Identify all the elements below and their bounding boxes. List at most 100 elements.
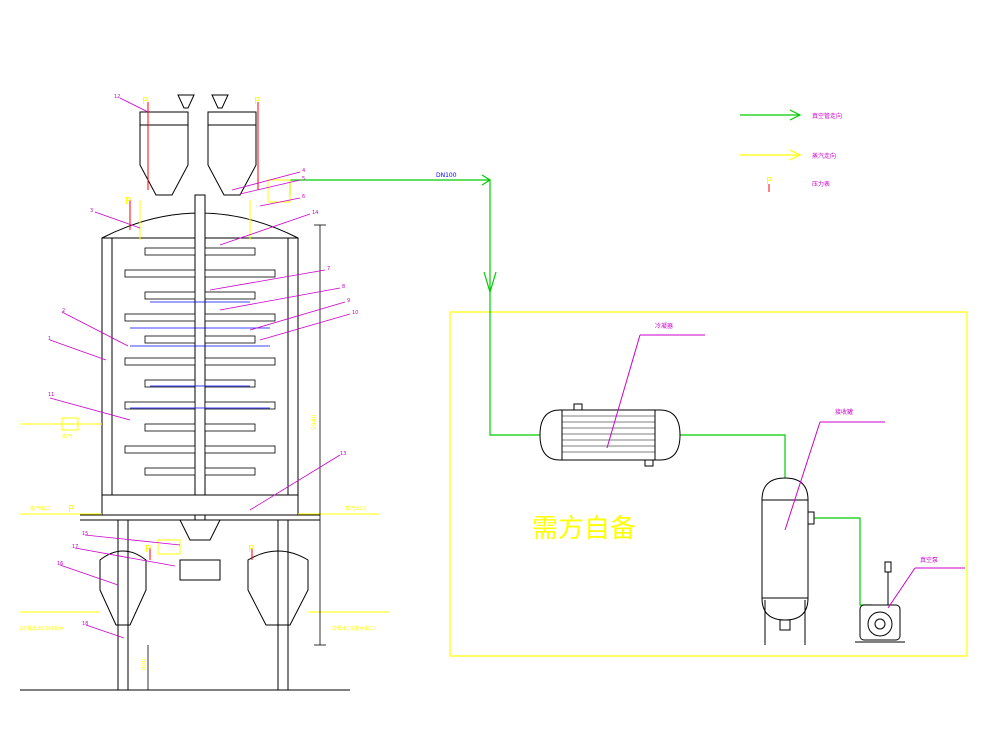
legend-pressure-symbol: P (766, 176, 772, 187)
buyer-supplied-scope-box (449, 311, 968, 657)
tray-5-right (204, 335, 256, 344)
dryer-unit (20, 94, 350, 691)
height-dimension (147, 224, 326, 690)
tray-9-right (204, 423, 256, 432)
pressure-symbol-5: P (145, 544, 151, 555)
receiver-leader (784, 421, 821, 531)
callout-18: 18 (82, 621, 88, 627)
condenser-tubes (562, 415, 655, 453)
tray-4-left (124, 313, 196, 322)
pressure-symbol-1: P (142, 96, 148, 107)
tray-6-left (124, 357, 196, 366)
leader-6 (259, 197, 301, 207)
discharge-hopper-left (99, 550, 147, 626)
bottom-left-label: (冷凝水出口)冷却水 (20, 625, 64, 632)
steam-outlet-right-label: 蒸汽出口 (345, 505, 365, 512)
drive-motor (179, 559, 221, 581)
legend-yellow-label: 蒸汽走向 (812, 152, 836, 160)
pump-discharge-valve (884, 561, 892, 573)
legend-yellow-arrow (789, 149, 802, 161)
callout-10: 10 (352, 310, 358, 316)
receiver-tank (761, 477, 815, 645)
leader-14 (219, 213, 311, 246)
tray-7-right (204, 379, 256, 388)
pump-leader (887, 567, 916, 609)
central-shaft (194, 194, 206, 531)
callout-13: 13 (340, 451, 346, 457)
leader-16 (59, 564, 119, 586)
receiver-side-nozzle (807, 511, 815, 525)
vacuum-arrow-horizontal (481, 174, 492, 186)
condenser (539, 403, 681, 467)
receiver-label: 接收罐 (835, 408, 853, 416)
pressure-symbol-6: P (248, 544, 254, 555)
callout-9: 9 (347, 298, 350, 304)
leader-11 (49, 397, 131, 421)
callout-14: 14 (312, 210, 318, 216)
leader-12 (119, 97, 149, 113)
leader-3 (94, 211, 141, 229)
steam-line-labels: 蒸汽 蒸汽出口 蒸汽出口 (冷凝水出口)冷却水 冷却水(冷凝水出口) (20, 433, 376, 632)
leader-5 (239, 179, 301, 195)
tray-7-left (144, 379, 196, 388)
dryer-trays (124, 247, 276, 476)
tray-2-left (124, 269, 196, 278)
tray-6-right (204, 357, 276, 366)
callout-leaders (49, 97, 351, 639)
callout-16: 16 (57, 561, 63, 567)
tray-10-left (124, 445, 196, 454)
tray-1-left (144, 247, 196, 256)
leader-9 (249, 301, 346, 331)
condenser-leader (606, 334, 641, 449)
tray-8-right (204, 401, 276, 410)
hopper-inlet-funnel-left (177, 94, 195, 109)
callout-3: 3 (90, 208, 93, 214)
vacuum-pump (855, 561, 905, 643)
hopper-inlet-funnel-right (211, 94, 229, 109)
condenser-shell (539, 409, 681, 461)
leader-7 (209, 269, 326, 291)
leader-8 (219, 287, 341, 311)
callout-numbers: 12 3 2 1 11 4 5 6 14 7 8 9 10 13 15 17 1… (48, 94, 358, 627)
leader-1 (49, 339, 107, 361)
callout-2: 2 (62, 308, 65, 314)
base-dimension-label: 800 (141, 658, 148, 670)
vacuum-arrow-vertical (483, 271, 497, 295)
callout-12: 12 (114, 94, 120, 100)
leader-10 (259, 313, 351, 341)
callout-7: 7 (327, 266, 330, 272)
tray-1-right (204, 247, 256, 256)
pump-impeller (874, 618, 886, 630)
callout-6: 6 (302, 194, 305, 200)
leader-2 (61, 311, 129, 347)
steam-inlet-label: 蒸汽 (62, 433, 72, 440)
callout-4: 4 (302, 168, 305, 174)
callout-8: 8 (342, 284, 345, 290)
callout-11: 11 (48, 392, 54, 398)
leader-15 (84, 534, 181, 546)
pressure-instruments (129, 102, 259, 560)
inner-dimension-marks (130, 301, 270, 409)
leader-18 (85, 624, 125, 639)
condenser-nozzle-bottom (644, 459, 654, 467)
tray-5-left (144, 335, 196, 344)
motor-junction-box (157, 539, 181, 555)
tray-3-right (204, 291, 256, 300)
pressure-symbol-4: P (68, 504, 74, 515)
tray-8-left (124, 401, 196, 410)
pressure-symbol-2: P (254, 96, 260, 107)
vacuum-pipe-condenser-to-receiver (680, 434, 786, 478)
vacuum-pipe-to-condenser (290, 179, 540, 436)
receiver-drain-valve (779, 619, 791, 631)
height-dimension-label: 5940 (311, 415, 318, 430)
leader-4 (231, 171, 301, 191)
legend: 真空管走向 蒸汽走向 P 压力表 (740, 109, 842, 192)
tray-11-left (144, 467, 196, 476)
tray-9-left (144, 423, 196, 432)
hopper-left (139, 111, 189, 196)
legend-pressure-label: 压力表 (812, 180, 830, 188)
legend-green-label: 真空管走向 (812, 112, 842, 120)
leader-17 (74, 547, 176, 567)
callout-15: 15 (82, 531, 88, 537)
